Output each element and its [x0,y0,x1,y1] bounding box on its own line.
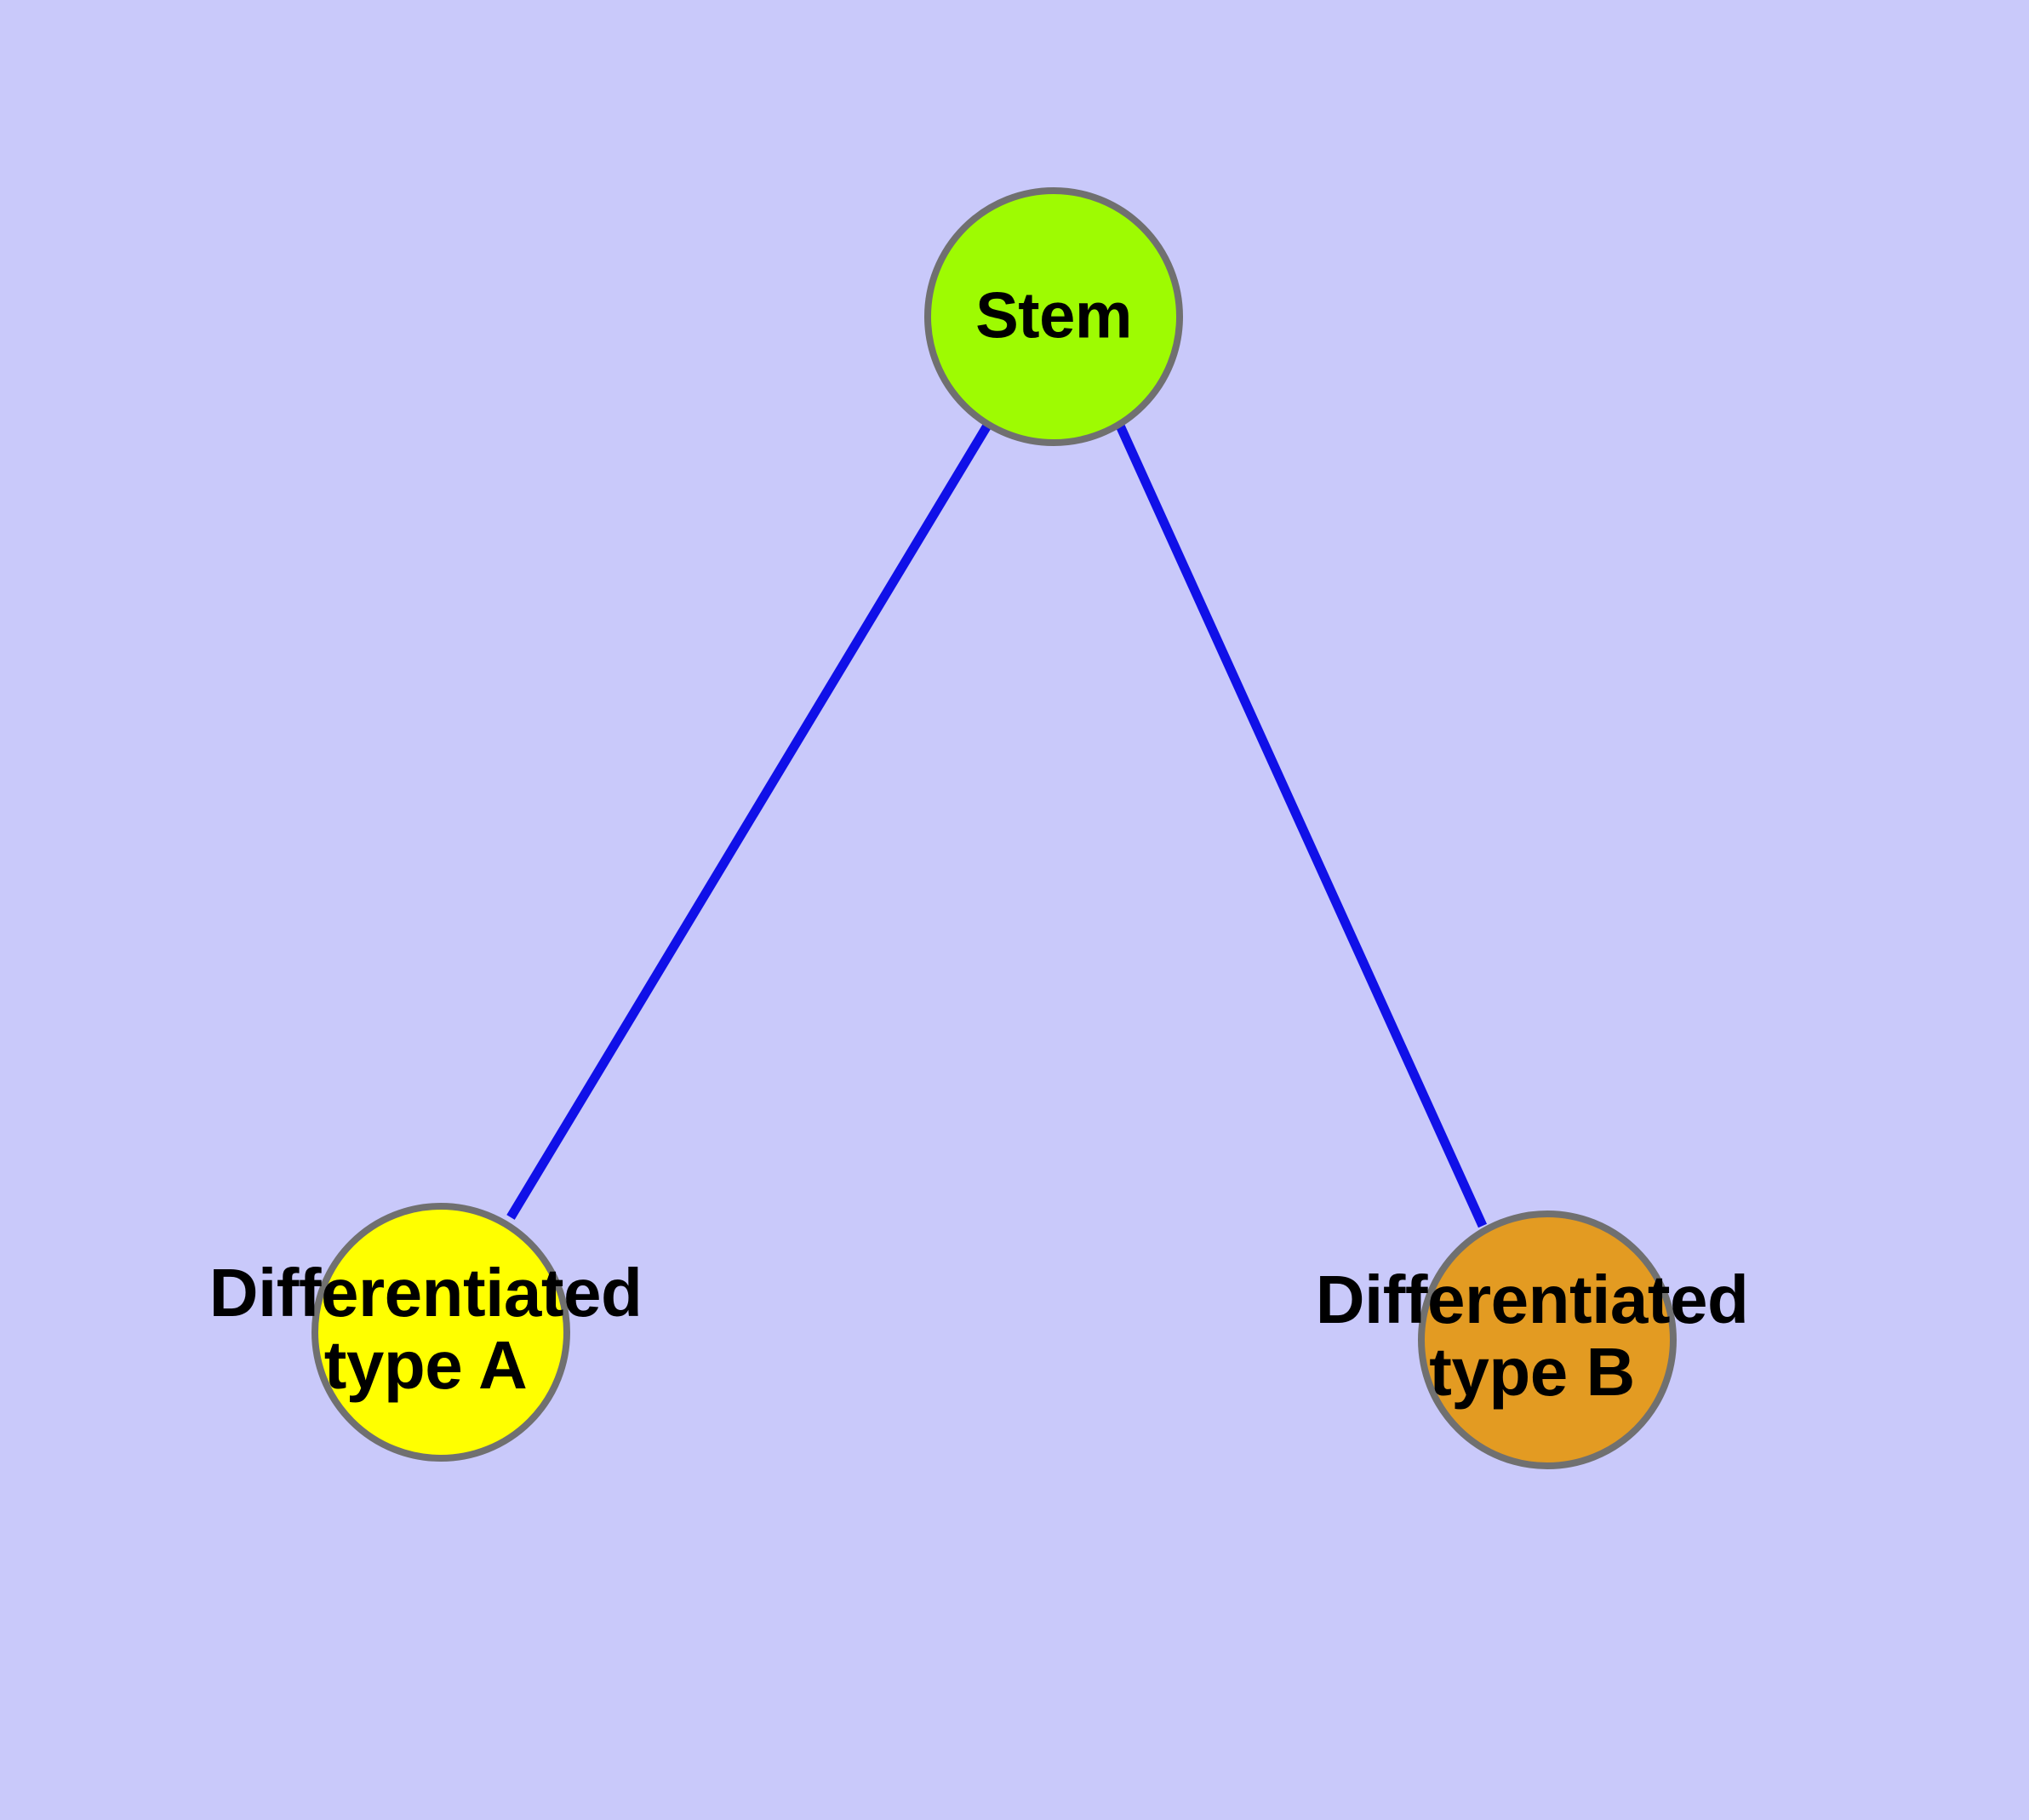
edge-stem-to-type-a [506,423,992,1220]
node-circle-diff-type-a[interactable] [311,1203,570,1462]
edge-stem-to-type-b [1115,423,1488,1228]
node-circle-stem[interactable] [924,187,1183,446]
node-circle-diff-type-b[interactable] [1418,1210,1677,1469]
edge-layer [506,423,1488,1228]
node-layer [311,187,1677,1469]
